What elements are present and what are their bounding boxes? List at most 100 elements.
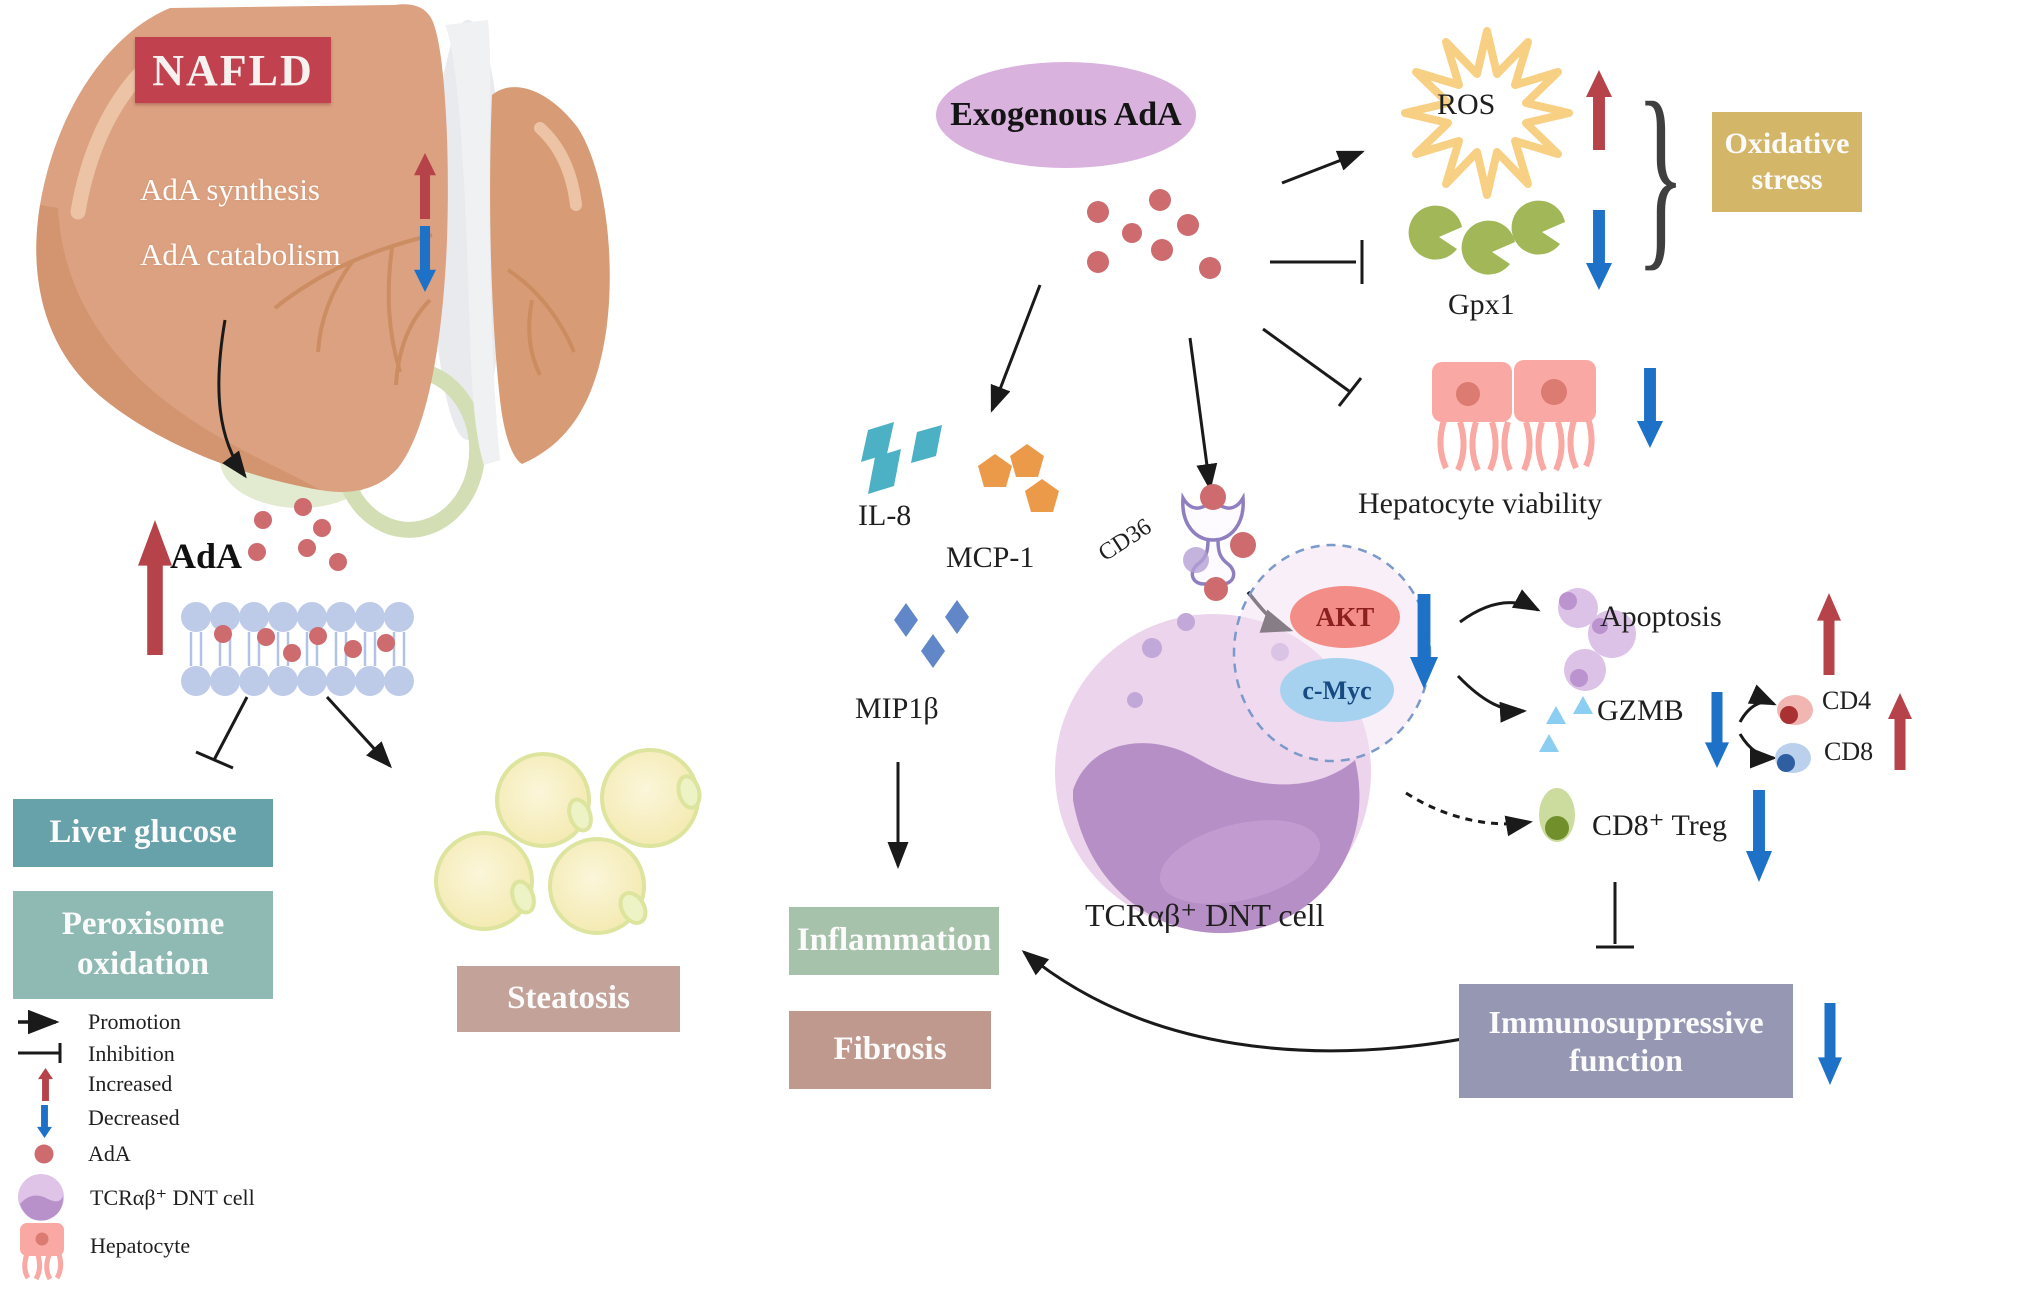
- ada-to-hepatocyte-inhibition: [1262, 327, 1363, 407]
- apoptosis-label: Apoptosis: [1600, 600, 1722, 633]
- cd8-treg-label: CD8⁺ Treg: [1592, 809, 1728, 842]
- legend-inhibition-icon: [18, 1043, 62, 1063]
- legend-ada-label: AdA: [88, 1141, 131, 1166]
- brace-icon: }: [1636, 61, 1686, 288]
- legend-hepatocyte-icon: [20, 1223, 64, 1281]
- cd36-receptor-icon: [1181, 492, 1245, 586]
- fibrosis-label: Fibrosis: [833, 1031, 947, 1068]
- membrane-heads-top: [181, 602, 414, 632]
- legend-increased-arrow-icon: [38, 1068, 53, 1101]
- hepatocyte-decreased-arrow-icon: [1637, 368, 1663, 448]
- peroxisome-box: Peroxisome oxidation: [13, 891, 273, 999]
- to-cd8-arrow: [1738, 733, 1777, 769]
- immunosuppressive-label: Immunosuppressive function: [1488, 1003, 1764, 1078]
- dnt-to-treg-dashed-arrow: [1405, 791, 1533, 837]
- ada-to-ros-arrow: [1281, 150, 1365, 185]
- immunosuppressive-box: Immunosuppressive function: [1459, 984, 1793, 1098]
- il8-icon: [861, 422, 942, 494]
- hepatocyte-viability-label: Hepatocyte viability: [1358, 487, 1603, 520]
- immuno-to-inflammation-arrow: [1021, 950, 1509, 1053]
- liver-to-ada-arrow: [217, 319, 247, 479]
- cmyc-oval: [1280, 658, 1394, 722]
- membrane-to-liver-glucose-inhibition: [195, 696, 249, 770]
- legend-hepatocyte-label: Hepatocyte: [90, 1233, 191, 1258]
- legend-decreased-arrow-icon: [37, 1105, 52, 1138]
- membrane-heads-bottom: [181, 666, 414, 696]
- ada-catabolism-label: AdA catabolism: [140, 237, 341, 272]
- membrane-to-steatosis-arrow: [325, 695, 393, 769]
- oxidative-stress-box: Oxidative stress: [1712, 112, 1862, 212]
- apoptosis-increased-arrow-icon: [1817, 593, 1841, 675]
- cmyc-label: c-Myc: [1302, 676, 1372, 705]
- liver-left-shadow: [36, 205, 320, 490]
- liver-left-lobe: [36, 4, 448, 492]
- cd4-cd8-increased-arrow-icon: [1888, 693, 1912, 770]
- akt-oval: [1290, 586, 1400, 648]
- liver-right-highlight: [534, 122, 582, 211]
- liver-glucose-box: Liver glucose: [13, 799, 273, 867]
- ros-starburst-icon: [1401, 27, 1573, 199]
- dnt-granule: [1183, 547, 1209, 573]
- dnt-cell-label: TCRαβ⁺ DNT cell: [1085, 897, 1325, 933]
- to-cd4-arrow: [1738, 684, 1777, 723]
- nafld-banner: NAFLD: [135, 37, 331, 103]
- ada-to-gpx1-inhibition: [1270, 240, 1364, 284]
- liver-vessels: [273, 233, 576, 386]
- ada-to-cytokines-arrow: [990, 284, 1042, 413]
- cd4-cell-icon: [1777, 695, 1813, 725]
- dnt-to-gzmb-arrow: [1456, 674, 1527, 723]
- nafld-label: NAFLD: [152, 45, 314, 95]
- inflammation-box: Inflammation: [789, 907, 999, 975]
- cd8-treg-cell-icon: [1539, 788, 1575, 842]
- liver-right-lobe: [490, 87, 610, 465]
- membrane-icon: [181, 602, 414, 696]
- treg-to-immuno-inhibition: [1596, 882, 1634, 949]
- cd8-label: CD8: [1824, 737, 1874, 766]
- hepatocyte-cells-icon: [1432, 360, 1596, 472]
- mip1b-icon: [894, 600, 969, 668]
- steatosis-box: Steatosis: [457, 966, 680, 1032]
- dnt-cell-icon: [1055, 484, 1432, 934]
- ada-dots-entering-cell: [1200, 484, 1256, 601]
- legend-inhibition-label: Inhibition: [88, 1041, 175, 1066]
- mcp1-icon: [978, 444, 1059, 512]
- gpx1-decreased-arrow-icon: [1586, 210, 1612, 290]
- gzmb-label: GZMB: [1597, 694, 1684, 727]
- exogenous-ada-label: Exogenous AdA: [950, 96, 1182, 133]
- immuno-decreased-arrow-icon: [1818, 1003, 1842, 1085]
- fibrosis-box: Fibrosis: [789, 1011, 991, 1089]
- akt-label: AKT: [1315, 602, 1375, 632]
- steatosis-label: Steatosis: [507, 980, 630, 1017]
- legend-decreased-label: Decreased: [88, 1105, 180, 1130]
- ros-label: ROS: [1437, 88, 1496, 121]
- legend-ada-dot-icon: [34, 1144, 54, 1164]
- mip1b-label: MIP1β: [855, 692, 939, 725]
- ada-dots-left: [248, 498, 347, 571]
- exogenous-ada-oval: Exogenous AdA: [936, 62, 1196, 168]
- ada-dots-in-membrane: [214, 625, 395, 662]
- ros-increased-arrow-icon: [1586, 70, 1612, 150]
- dnt-to-apoptosis-arrow: [1459, 589, 1541, 624]
- gpx1-blobs-icon: [1408, 200, 1565, 275]
- treg-decreased-arrow-icon: [1746, 790, 1772, 882]
- legend-promotion-label: Promotion: [88, 1009, 181, 1034]
- legend-dnt-label: TCRαβ⁺ DNT cell: [90, 1185, 255, 1210]
- oxidative-stress-label: Oxidative stress: [1724, 127, 1850, 196]
- cd8-cell-icon: [1775, 743, 1811, 773]
- liver-illustration: [36, 4, 610, 538]
- ada-label: AdA: [170, 536, 243, 576]
- legend-increased-label: Increased: [88, 1071, 173, 1096]
- legend-dnt-cell-icon: [18, 1174, 64, 1221]
- gzmb-decreased-arrow-icon: [1705, 692, 1729, 768]
- cd4-label: CD4: [1822, 686, 1872, 715]
- peroxisome-label: Peroxisome oxidation: [61, 906, 225, 982]
- il8-label: IL-8: [858, 499, 912, 532]
- ada-dots-exogenous: [1087, 189, 1221, 279]
- liver-gap: [445, 20, 500, 465]
- steatosis-cells-icon: [434, 748, 702, 935]
- gzmb-icon: [1539, 696, 1593, 752]
- ada-increased-arrow-icon: [138, 520, 172, 655]
- gpx1-label: Gpx1: [1448, 288, 1515, 321]
